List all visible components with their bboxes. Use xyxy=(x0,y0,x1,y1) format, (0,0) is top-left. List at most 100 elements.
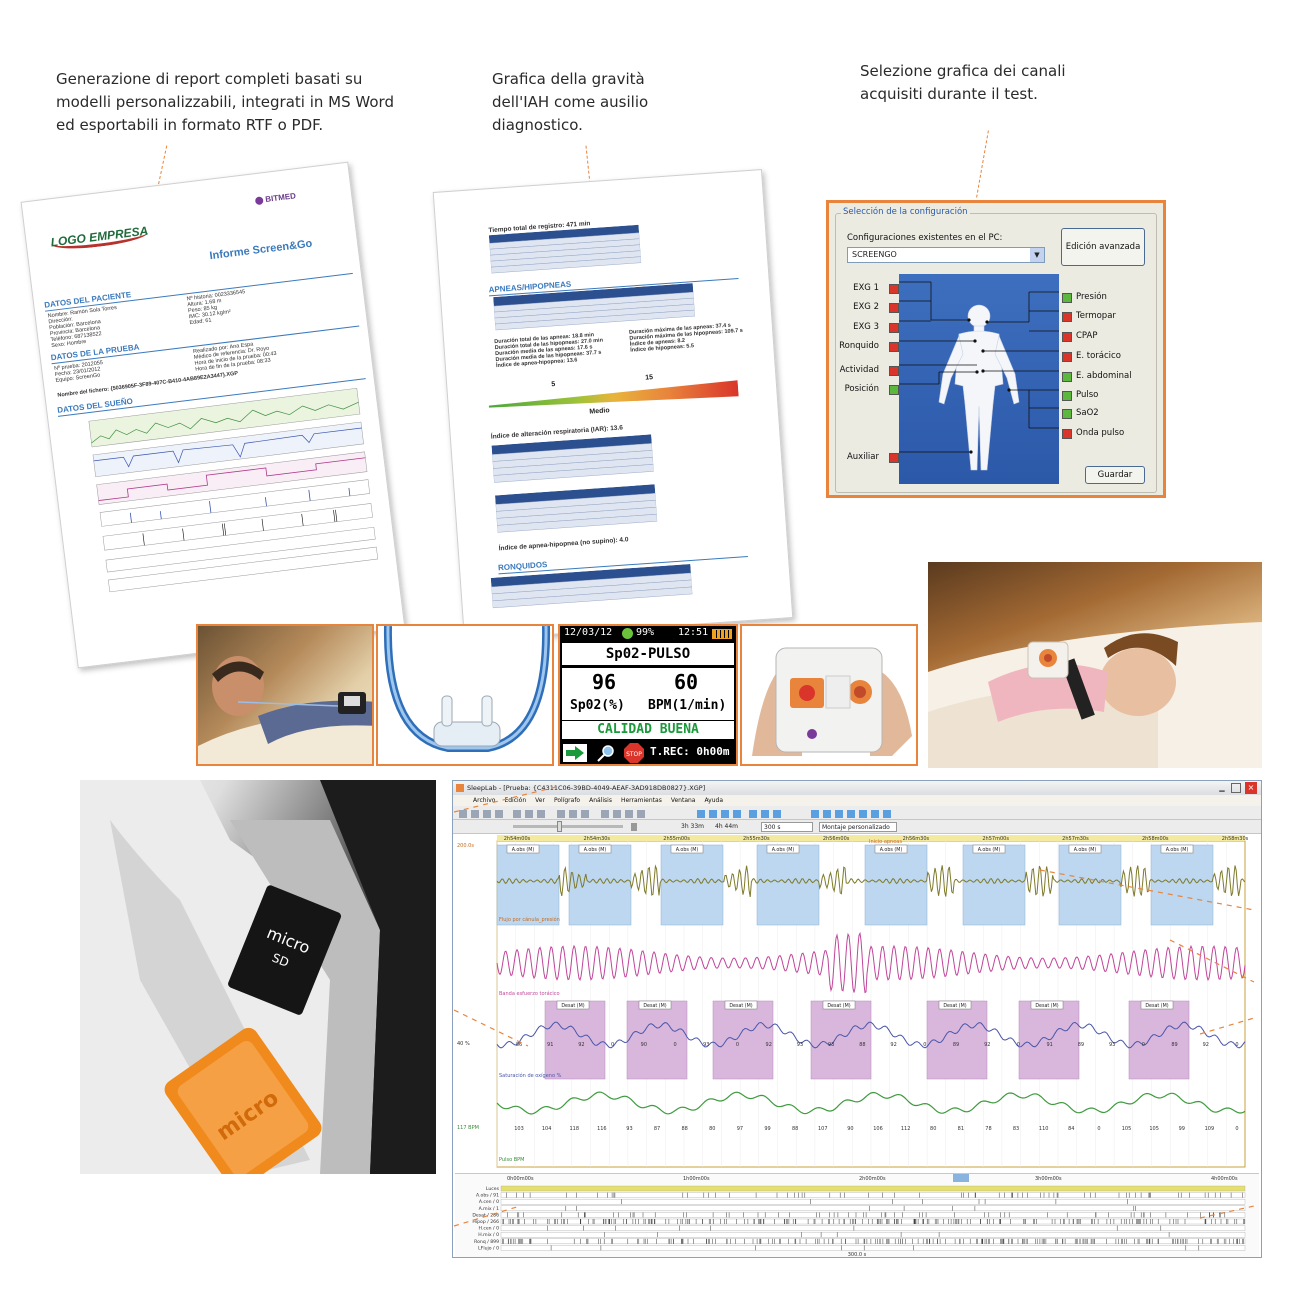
position-table xyxy=(488,224,642,274)
moon-icon xyxy=(622,628,633,639)
battery-icon xyxy=(712,629,732,639)
toolbar-icons xyxy=(459,810,891,818)
app-icon xyxy=(456,784,464,792)
window-size-select[interactable]: 300 s xyxy=(761,822,813,832)
menu-ver[interactable]: Ver xyxy=(535,797,545,804)
desat-event xyxy=(712,1000,774,1080)
config-dialog: Selección de la configuración Configurac… xyxy=(826,200,1166,498)
event-label: A.obs (M) xyxy=(676,847,699,853)
menu-ayuda[interactable]: Ayuda xyxy=(704,797,724,804)
event-label: A.obs (M) xyxy=(1166,847,1189,853)
channel-toggle-pulso[interactable] xyxy=(1062,391,1072,401)
menu-herramientas[interactable]: Herramientas xyxy=(620,797,662,804)
menu-ventana[interactable]: Ventana xyxy=(670,797,696,804)
sleeplab-menubar: Archivo Edición Ver Polígrafo Análisis Herram… xyxy=(453,795,1261,806)
maximize-icon[interactable] xyxy=(1231,783,1241,793)
pulse-value: 110 xyxy=(1039,1126,1049,1132)
apnea-event xyxy=(864,844,928,926)
pulse-value: 112 xyxy=(901,1126,911,1132)
time-ruler xyxy=(497,835,1245,841)
event-label: A.obs (M) xyxy=(512,847,535,853)
scale-label: 40 % xyxy=(457,1041,470,1047)
channel-label-right: Termopar xyxy=(1076,311,1116,321)
menu-edición[interactable]: Edición xyxy=(504,797,527,804)
close-icon[interactable]: × xyxy=(1245,782,1257,794)
spo2-value: 90 xyxy=(641,1042,647,1048)
channel-label-left: EXG 1 xyxy=(853,283,879,293)
channel-toggle-presi-n[interactable] xyxy=(1062,293,1072,303)
pulse-value: 88 xyxy=(682,1126,688,1132)
channel-toggle-cpap[interactable] xyxy=(1062,332,1072,342)
event-label: Desat (M) xyxy=(943,1003,966,1009)
apnea-table xyxy=(493,283,696,331)
time-mark: 2h58m00s xyxy=(1142,836,1169,842)
menu-análisis[interactable]: Análisis xyxy=(589,797,612,804)
spo2-value: 96 xyxy=(592,670,617,694)
overview-row xyxy=(500,1199,1246,1205)
event-label: Desat (M) xyxy=(1145,1003,1168,1009)
spo2-value: 92 xyxy=(766,1042,772,1048)
channel-toggle-e-abdominal[interactable] xyxy=(1062,372,1072,382)
pulse-trace xyxy=(496,1091,1246,1115)
channel-toggle-e-tor-cico[interactable] xyxy=(1062,352,1072,362)
event-label: Desat (M) xyxy=(827,1003,850,1009)
channel-label-left: Actividad xyxy=(839,365,879,375)
recording-time: T.REC: 0h00m xyxy=(650,745,730,758)
channel-toggle-auxiliar[interactable] xyxy=(889,453,899,463)
microsd-photo: micro SD micro xyxy=(80,780,436,1174)
channel-toggle-termopar[interactable] xyxy=(1062,312,1072,322)
pulse-value: 0 xyxy=(1097,1126,1100,1132)
channel-toggle-posici-n[interactable] xyxy=(889,385,899,395)
channel-toggle-exg-1[interactable] xyxy=(889,284,899,294)
timeline-slider[interactable] xyxy=(513,825,623,828)
channel-toggle-sao2[interactable] xyxy=(1062,409,1072,419)
device-time: 12:51 xyxy=(678,627,709,638)
overview-channel-label: Luces xyxy=(486,1186,500,1192)
advanced-edit-button[interactable]: Edición avanzada xyxy=(1061,228,1145,266)
slider-thumb[interactable] xyxy=(557,821,562,832)
channel-toggle-ronquido[interactable] xyxy=(889,342,899,352)
channel-toggle-onda-pulso[interactable] xyxy=(1062,429,1072,439)
channel-label-left: Auxiliar xyxy=(846,452,879,462)
time-mark: 2h57m30s xyxy=(1062,836,1089,842)
arrow-right-icon[interactable] xyxy=(563,744,587,762)
spo2-value: 92 xyxy=(890,1042,896,1048)
magnifier-icon[interactable] xyxy=(594,744,618,762)
signal-quality: CALIDAD BUENA xyxy=(562,721,734,739)
device-mode-title: Sp02-PULSO xyxy=(562,643,734,665)
thoracic-trace xyxy=(496,931,1246,994)
spo2-value: 0 xyxy=(736,1042,739,1048)
time-mark: 2h56m00s xyxy=(823,836,850,842)
device-values: 96 60 Sp02(%) BPM(1/min) xyxy=(562,668,734,720)
lock-icon[interactable] xyxy=(631,823,637,831)
minimize-icon[interactable]: ▁ xyxy=(1219,784,1225,792)
channel-toggle-exg-2[interactable] xyxy=(889,303,899,313)
iah-report-page: Tiempo total de registro: 471 min APNEAS… xyxy=(432,169,794,641)
save-button[interactable]: Guardar xyxy=(1085,466,1145,484)
overview-mark: 3h00m00s xyxy=(1035,1176,1062,1182)
montage-select[interactable]: Montaje personalizado xyxy=(819,822,897,832)
svg-text:STOP: STOP xyxy=(626,751,642,758)
menu-polígrafo[interactable]: Polígrafo xyxy=(553,797,581,804)
channel-toggle-exg-3[interactable] xyxy=(889,323,899,333)
overview-events xyxy=(506,1192,1243,1198)
sleeping-girl-photo xyxy=(928,562,1262,768)
channel-toggle-actividad[interactable] xyxy=(889,366,899,376)
stop-icon[interactable]: STOP xyxy=(624,743,644,763)
apnea-event xyxy=(568,844,632,926)
pulse-value: 81 xyxy=(958,1126,964,1132)
sleeplab-navbar: 3h 33m 4h 44m 300 s Montaje personalizad… xyxy=(453,820,1261,834)
spo2-value: 88 xyxy=(859,1042,865,1048)
chevron-down-icon[interactable]: ▼ xyxy=(1030,248,1044,262)
menu-archivo[interactable]: Archivo xyxy=(473,797,496,804)
device-in-hand-photo xyxy=(740,624,918,766)
event-label: Desat (M) xyxy=(729,1003,752,1009)
event-tag xyxy=(822,1000,856,1010)
overview-channel-label: Ronq / 899 xyxy=(474,1239,499,1245)
config-select[interactable]: SCREENGO ▼ xyxy=(847,247,1045,263)
pulse-value: 0 xyxy=(1235,1126,1238,1132)
brand-name: BITMED xyxy=(264,191,297,204)
